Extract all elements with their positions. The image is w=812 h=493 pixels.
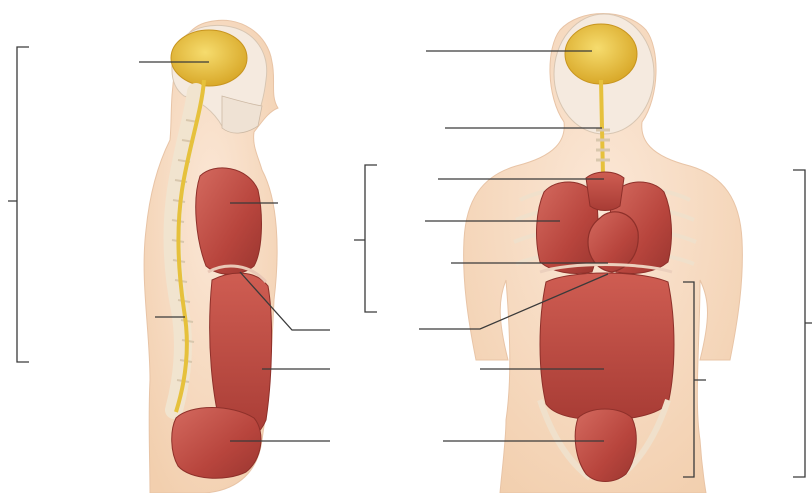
lateral-view — [144, 20, 278, 493]
bracket-dorsal-body-cavity — [8, 47, 29, 362]
lateral-brain — [171, 30, 247, 86]
bracket-thoracic-cavity — [354, 165, 377, 312]
anterior-mediastinum — [586, 172, 624, 211]
anterior-view — [464, 14, 743, 493]
anterior-brain — [565, 24, 637, 84]
anterior-pelvic-organ — [575, 409, 636, 482]
lateral-thoracic-organ — [196, 168, 262, 274]
bracket-ventral-body-cavity — [793, 170, 812, 477]
lateral-pelvic-organ — [172, 408, 261, 479]
